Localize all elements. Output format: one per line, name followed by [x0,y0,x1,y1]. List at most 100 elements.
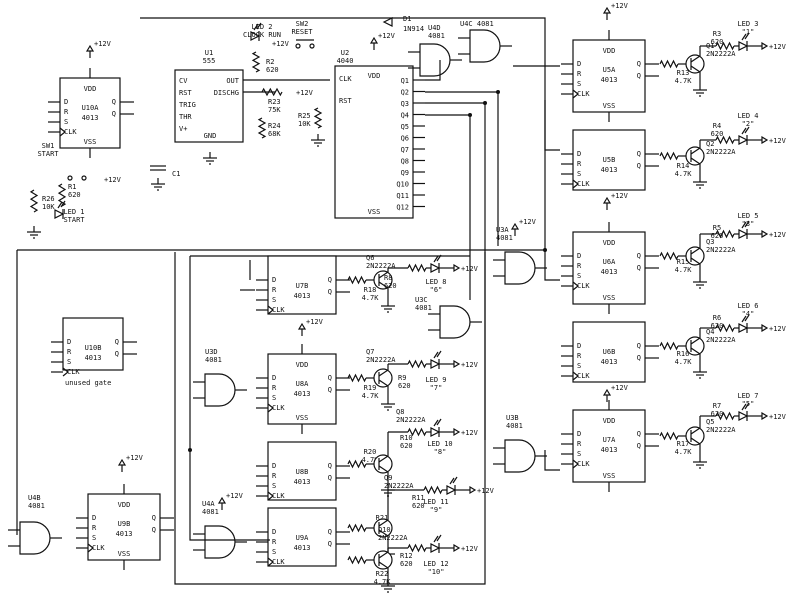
led-diode-icon [738,41,749,51]
led-diode-icon [738,135,749,145]
supply-label: +12V [378,32,396,40]
capacitor-c1: C1 [150,165,180,191]
label-line: R11 [412,494,425,502]
wire [436,534,442,542]
label-line: "2" [742,120,755,128]
q-pin: Q [328,374,332,382]
supply-arrow [369,36,379,44]
r-pin: R [272,472,277,480]
chip-name: U6A [603,258,616,266]
q-pin: Q [328,462,332,470]
q-bar-pin: Q [328,540,332,548]
vdd-pin: VDD [368,72,381,80]
thr-pin: THR [179,113,192,121]
wire [378,281,389,289]
label-line: R18 [364,286,377,294]
transistor-icon [685,246,705,266]
q-bar-pin: Q [637,442,641,450]
interconnect-wiring [188,60,560,541]
wire [425,60,441,81]
chip-part: 4013 [116,530,133,538]
label-line: 4081 [506,422,523,430]
r-pin: R [272,286,277,294]
supply-u6a: +12V [602,192,629,210]
clk-pin: CLK [64,128,77,136]
chip-outline [572,129,646,191]
label-line: 620 [398,382,411,390]
wire [261,87,283,97]
wire [690,55,701,63]
supply-label: +12V [769,231,787,239]
q-pin: Q [637,60,641,68]
label-line: 620 [266,66,279,74]
label-line: 620 [711,410,724,418]
led-led12: LED 12"10" [423,534,449,576]
q-bar-pin: Q [328,474,332,482]
vdd-pin: VDD [603,417,616,425]
label-line: "1" [742,28,755,36]
and-gate-body [204,373,236,407]
label-line: LED 10 [427,440,452,448]
and-gate-body [204,525,236,559]
r-pin: R [67,348,72,356]
label-line: R25 [298,112,311,120]
wire [407,427,427,437]
d-pin: D [272,374,276,382]
s-pin: S [272,296,276,304]
wire [544,250,560,281]
led-led4: LED 4"2" [737,112,759,145]
label-line: 2N2222A [706,336,736,344]
label-line: SW2 [296,20,309,28]
q-pin: Q [152,514,156,522]
led-led5: LED 5"3" [737,212,759,239]
switch-contact [81,175,87,181]
unused-gate-note: unused gate [65,379,111,387]
label-line: LED 1 [63,208,84,216]
supply-label: +12V [104,176,122,184]
wire [378,369,389,377]
label-line: 620 [384,282,397,290]
label-line: R7 [713,402,721,410]
wire [690,157,701,165]
chip-name: U1 [205,49,213,57]
led-diode-icon [54,209,65,219]
supply-arrow [510,222,520,230]
label-line: 620 [711,232,724,240]
supply-arrow [761,41,769,51]
chip-part: 4040 [337,57,354,65]
d-pin: D [92,514,96,522]
counter-output-q11: Q11 [396,192,409,200]
label-line: LED 11 [423,498,448,506]
supply-u5a: +12V [602,2,629,20]
label-line: Q10 [378,526,391,534]
led-diode-icon [250,31,261,41]
wire [715,135,735,145]
clk-triangle [267,557,274,567]
chip-outline [62,317,124,371]
vdd-pin: VDD [603,239,616,247]
label-line: R22 [376,570,389,578]
wire [436,350,442,358]
led-label: LED 6"4" [737,302,758,318]
led-diode-icon [738,229,749,239]
u2-4040-counter: U24040VDDCLKRSTVSS+12VQ1Q2Q3Q4Q5Q6Q7Q8Q9… [334,32,425,219]
and-gate-body [19,521,51,555]
cv-pin: CV [179,77,188,85]
label-line: SW1 [42,142,55,150]
label-line: R19 [364,384,377,392]
led-led6: LED 6"4" [737,302,759,333]
wire [744,402,750,410]
clk-triangle [572,459,579,469]
label-line: 2N2222A [706,246,736,254]
label-line: RESET [291,28,313,36]
